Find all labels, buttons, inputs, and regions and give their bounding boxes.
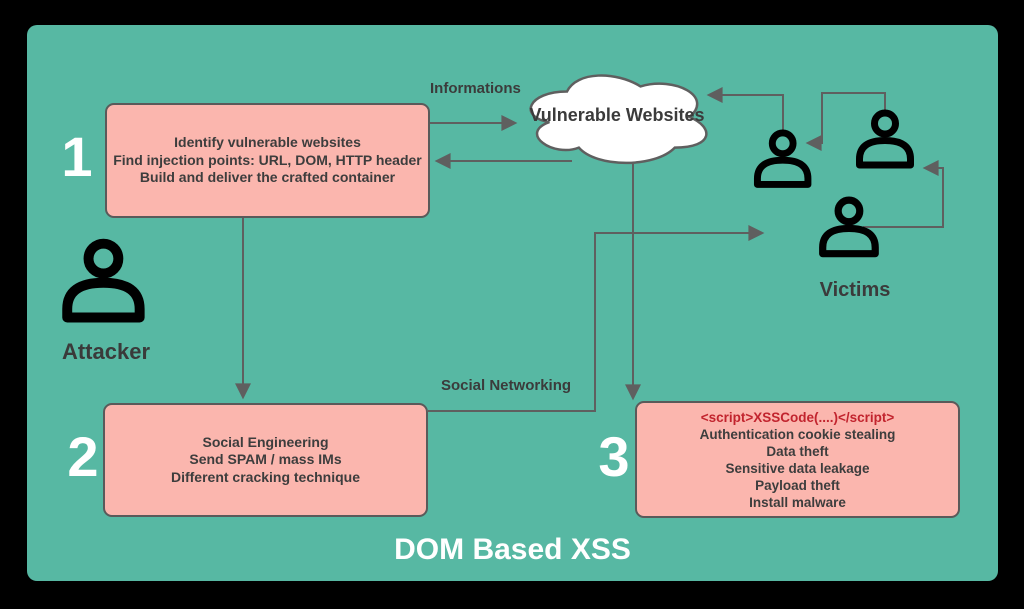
step-2-box: Social Engineering Send SPAM / mass IMs … — [103, 403, 428, 517]
step-1-line: Find injection points: URL, DOM, HTTP he… — [113, 151, 422, 168]
step-3-line: Sensitive data leakage — [725, 460, 870, 476]
vulnerable-websites-cloud — [529, 74, 708, 165]
connector-victim3-to-victim2 — [863, 160, 944, 228]
cloud-label: Vulnerable Websites — [529, 105, 705, 125]
connector-box2-to-victims — [428, 225, 765, 412]
step-2-line: Different cracking technique — [170, 468, 361, 485]
step-3-line: Payload theft — [755, 477, 840, 493]
informations-label: Informations — [430, 80, 521, 97]
step-2-line: Send SPAM / mass IMs — [189, 451, 342, 468]
step-2-number: 2 — [67, 425, 99, 488]
step-3-box: <script>XSSCode(....)</script> Authentic… — [635, 401, 960, 518]
victim-icon-2 — [860, 113, 911, 165]
step-3-number: 3 — [598, 425, 630, 488]
connector-victim1-to-cloud — [706, 87, 784, 130]
step-1-number: 1 — [61, 125, 93, 188]
step-1-line: Build and deliver the crafted container — [139, 169, 396, 186]
victim-icon-1 — [757, 133, 807, 184]
xss-code-line: <script>XSSCode(....)</script> — [700, 409, 895, 425]
step-3-line: Install malware — [749, 494, 846, 510]
step-3-line: Authentication cookie stealing — [699, 426, 896, 442]
step-3-line: Data theft — [766, 443, 829, 459]
step-2-line: Social Engineering — [202, 433, 329, 450]
attacker-icon — [67, 244, 139, 318]
social-networking-label: Social Networking — [441, 377, 572, 394]
step-1-box: Identify vulnerable websites Find inject… — [105, 103, 430, 218]
attacker-label: Attacker — [61, 339, 151, 364]
connector-victim2-to-victim1 — [805, 92, 886, 151]
diagram-title: DOM Based XSS — [394, 533, 631, 566]
victims-label: Victims — [819, 279, 891, 301]
step-1-line: Identify vulnerable websites — [174, 134, 361, 151]
